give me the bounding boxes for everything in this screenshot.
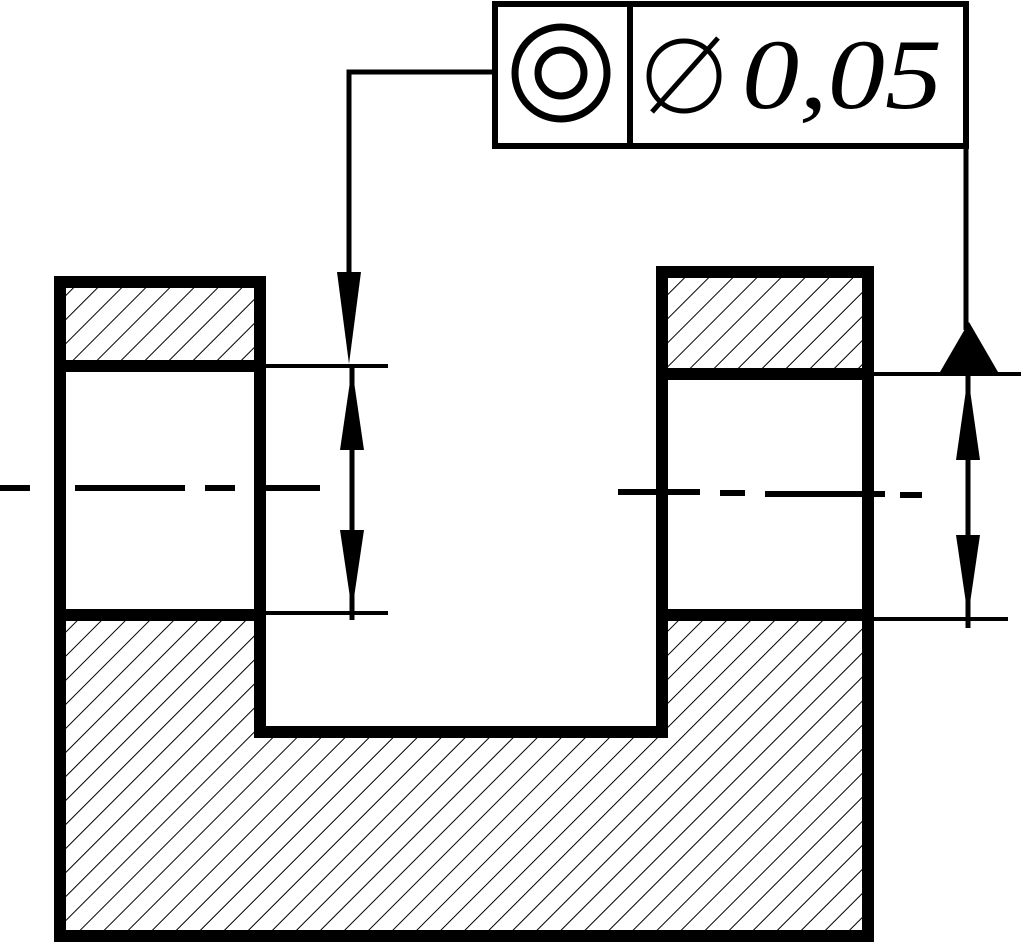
feature-control-frame: 0,05 xyxy=(492,1,969,149)
hatch-left-top xyxy=(60,282,260,366)
leader-line xyxy=(346,69,495,280)
left-dim-arrow-down-icon xyxy=(340,530,364,611)
right-dim-arrow-up-icon xyxy=(956,376,980,460)
diameter-icon xyxy=(646,36,722,114)
datum-triangle-icon xyxy=(940,322,998,372)
tolerance-value: 0,05 xyxy=(742,19,942,130)
right-dim-arrow-down-icon xyxy=(956,535,980,617)
left-dimension xyxy=(337,69,495,620)
hatch-base xyxy=(60,615,868,936)
left-dim-arrow-up-icon xyxy=(340,368,364,450)
center-lines xyxy=(0,485,922,498)
hatch-right-top xyxy=(662,272,868,374)
right-dimension xyxy=(940,146,998,628)
leader-arrow-icon xyxy=(337,272,361,364)
part-outline xyxy=(54,266,874,942)
part-profile xyxy=(54,266,874,942)
concentricity-icon xyxy=(511,23,611,123)
extension-lines xyxy=(260,364,1021,621)
